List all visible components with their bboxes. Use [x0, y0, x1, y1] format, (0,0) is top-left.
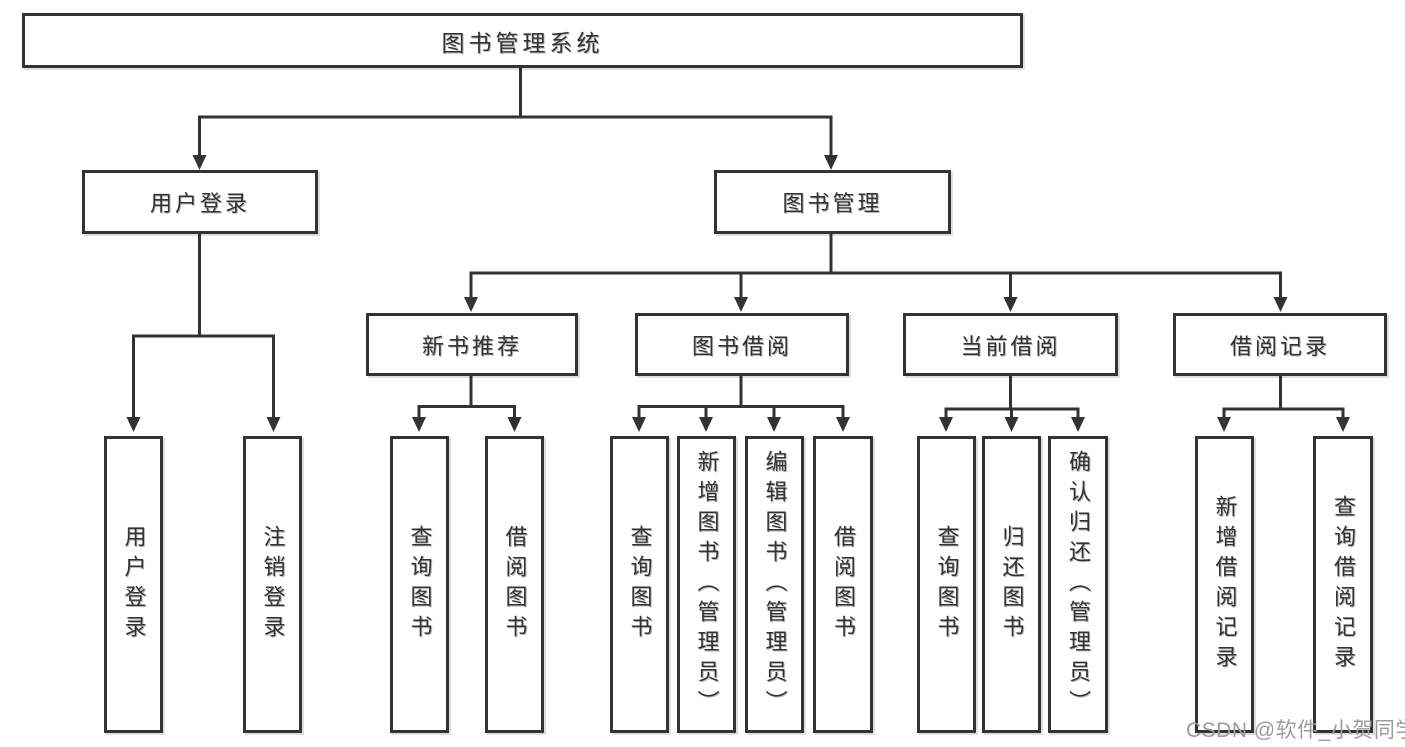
leaf-logout: 注销登录 — [243, 436, 302, 733]
node-label: 用户登录 — [149, 191, 250, 216]
node-label: 归还图书 — [999, 524, 1025, 645]
leaf-br-add-record: 新增借阅记录 — [1195, 436, 1254, 733]
node-label: 借阅图书 — [831, 524, 856, 645]
node-label: 借阅记录 — [1229, 333, 1330, 359]
leaf-nb-query-books: 查询图书 — [390, 436, 449, 733]
node-library-system: 图书管理系统 — [22, 13, 1023, 68]
node-label: 查询图书 — [627, 524, 653, 645]
node-label: 新增图书（管理员） — [694, 449, 720, 720]
leaf-bb-add-books-admin: 新增图书（管理员） — [677, 436, 736, 733]
node-label: 新增借阅记录 — [1212, 494, 1238, 675]
node-label: 注销登录 — [260, 524, 286, 645]
node-label: 借阅图书 — [502, 524, 528, 645]
node-label: 图书管理系统 — [441, 29, 604, 56]
node-new-book-recommend: 新书推荐 — [366, 313, 578, 376]
node-book-management: 图书管理 — [714, 170, 951, 234]
csdn-watermark: CSDN @软件_小贺同学 — [1186, 719, 1405, 742]
leaf-bb-borrow-books: 借阅图书 — [813, 436, 873, 733]
leaf-bb-edit-books-admin: 编辑图书（管理员） — [745, 436, 804, 733]
leaf-cb-confirm-return-admin: 确认归还（管理员） — [1048, 436, 1108, 733]
leaf-user-login: 用户登录 — [104, 436, 163, 733]
node-borrow-records: 借阅记录 — [1173, 313, 1387, 376]
node-label: 新书推荐 — [421, 333, 522, 359]
node-label: 图书借阅 — [691, 333, 792, 359]
node-label: 编辑图书（管理员） — [762, 449, 788, 720]
leaf-cb-query-books: 查询图书 — [917, 436, 976, 733]
leaf-cb-return-books: 归还图书 — [982, 436, 1041, 733]
node-label: 查询图书 — [407, 524, 433, 645]
node-book-borrow: 图书借阅 — [635, 313, 849, 376]
leaf-bb-query-books: 查询图书 — [610, 436, 669, 733]
node-label: 图书管理 — [782, 191, 883, 216]
node-label: 查询借阅记录 — [1331, 494, 1356, 675]
node-label: 确认归还（管理员） — [1066, 449, 1091, 720]
node-label: 当前借阅 — [960, 333, 1061, 359]
node-label: 查询图书 — [934, 524, 960, 645]
node-user-login: 用户登录 — [82, 170, 318, 234]
node-current-borrow: 当前借阅 — [903, 313, 1118, 376]
leaf-nb-borrow-books: 借阅图书 — [485, 436, 544, 733]
leaf-br-query-record: 查询借阅记录 — [1313, 436, 1373, 733]
node-label: 用户登录 — [121, 524, 147, 645]
